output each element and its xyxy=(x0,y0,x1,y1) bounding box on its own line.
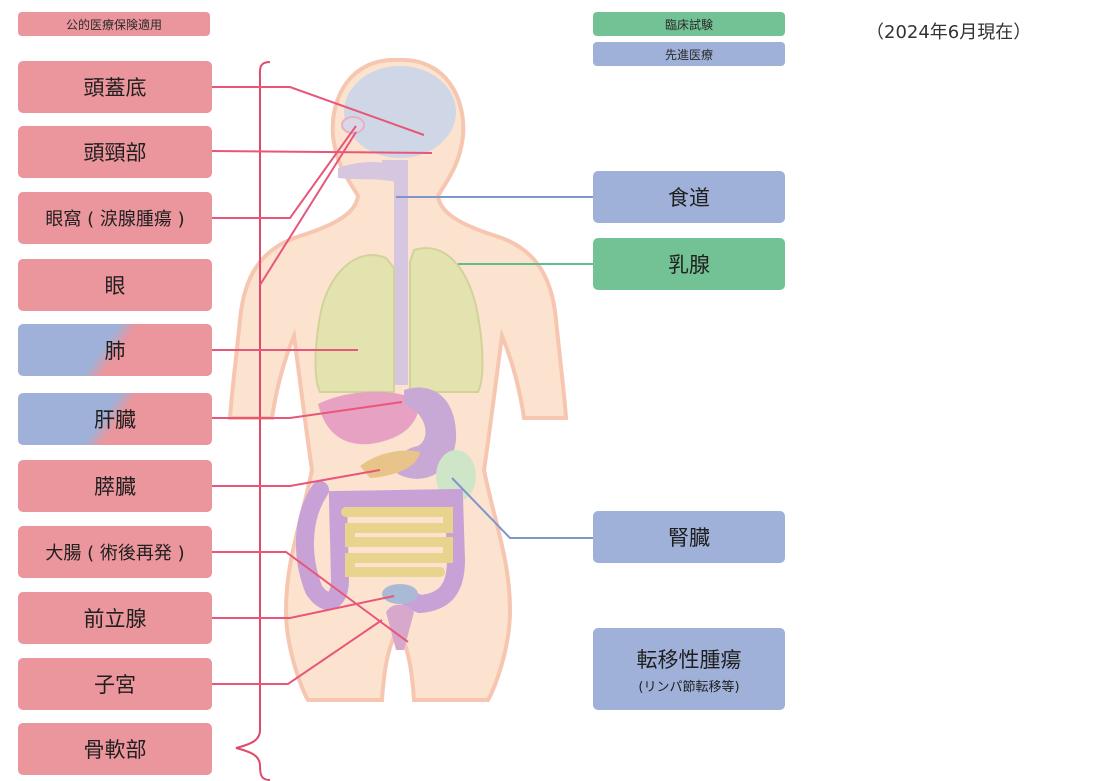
site-esophagus: 食道 xyxy=(593,171,785,223)
site-bone-soft-tissue: 骨軟部 xyxy=(18,723,212,775)
site-liver: 肝臓 xyxy=(18,393,212,445)
site-orbit: 眼窩 ( 涙腺腫瘍 ) xyxy=(18,192,212,244)
site-pancreas: 膵臓 xyxy=(18,460,212,512)
site-prostate: 前立腺 xyxy=(18,592,212,644)
site-metastatic-tumor: 転移性腫瘍 (リンパ節転移等) xyxy=(593,628,785,710)
site-lung: 肺 xyxy=(18,324,212,376)
site-head-neck: 頭頸部 xyxy=(18,126,212,178)
site-kidney: 腎臓 xyxy=(593,511,785,563)
site-uterus: 子宮 xyxy=(18,658,212,710)
metastatic-tumor-sublabel: (リンパ節転移等) xyxy=(638,676,739,695)
bladder-organ xyxy=(382,584,418,604)
bracket xyxy=(236,62,270,780)
site-breast: 乳腺 xyxy=(593,238,785,290)
site-colon: 大腸 ( 術後再発 ) xyxy=(18,526,212,578)
site-eye: 眼 xyxy=(18,259,212,311)
site-skull-base: 頭蓋底 xyxy=(18,61,212,113)
metastatic-tumor-label: 転移性腫瘍 xyxy=(637,644,742,674)
